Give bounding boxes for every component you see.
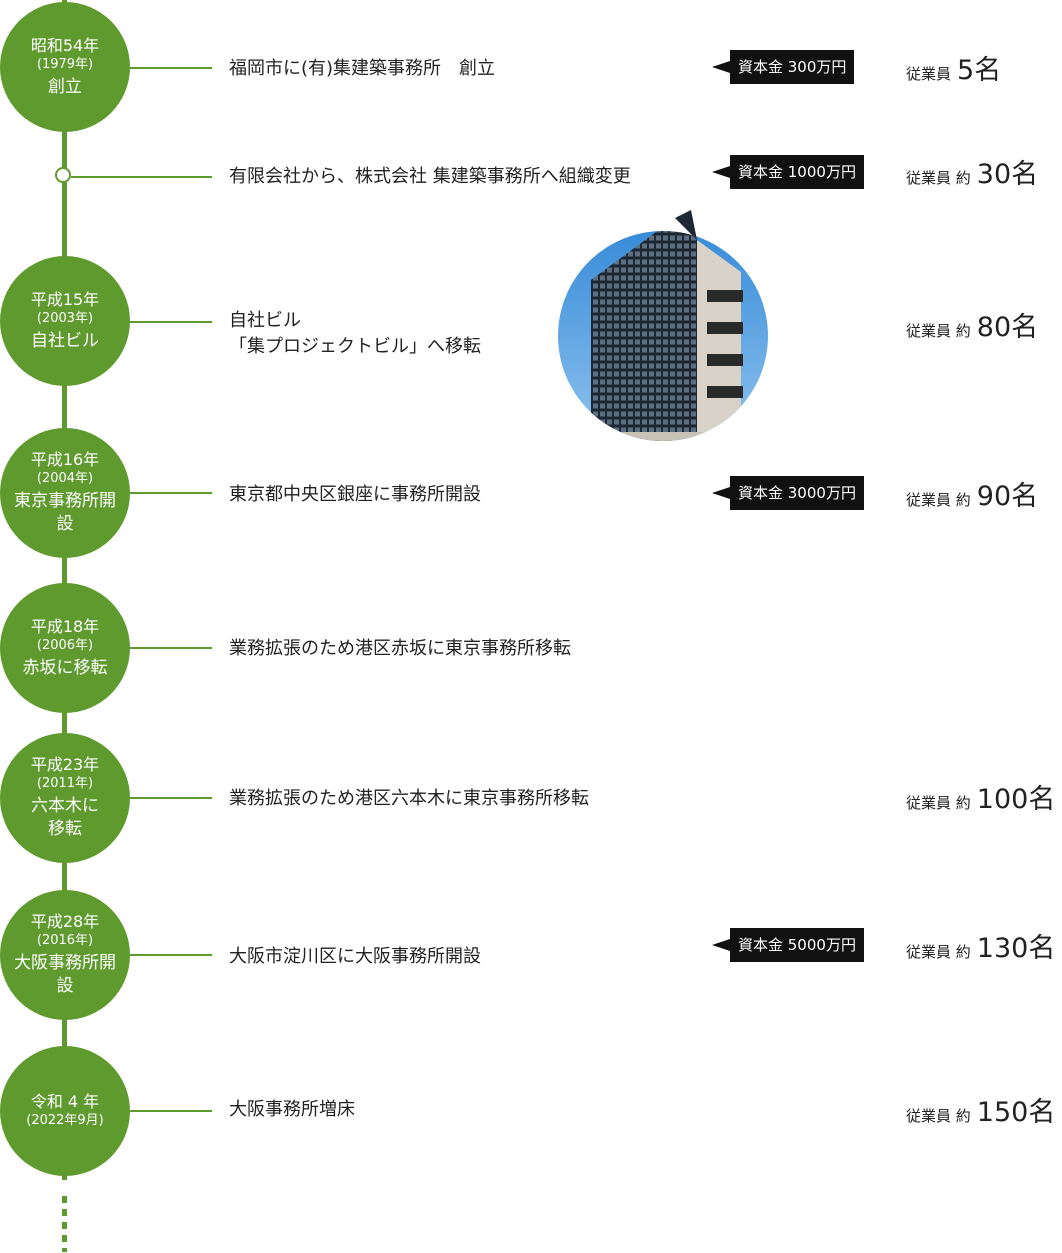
capital-text: 資本金 1000万円: [730, 155, 864, 189]
employee-number: 150名: [976, 1097, 1056, 1128]
timeline-continuation-dots: [62, 1196, 67, 1252]
milestone-circle-2006: 平成18年 (2006年) 赤坂に移転: [0, 583, 130, 713]
milestone-circle-2011: 平成23年 (2011年) 六本木に移転: [0, 733, 130, 863]
event-text-2016: 大阪市淀川区に大阪事務所開設: [229, 946, 481, 967]
milestone-year: (2006年): [36, 637, 94, 653]
employee-number: 80名: [976, 312, 1039, 343]
capital-text: 資本金 5000万円: [730, 928, 864, 962]
employee-label: 従業員 約: [906, 322, 971, 340]
employee-number: 130名: [976, 933, 1056, 964]
milestone-label: 大阪事務所開設: [14, 953, 116, 996]
employee-label: 従業員 約: [906, 943, 971, 961]
milestone-label: 自社ビル: [31, 330, 99, 351]
employee-label: 従業員 約: [906, 794, 971, 812]
milestone-era: 平成23年: [30, 755, 100, 774]
milestone-year: (2022年9月): [26, 1113, 104, 1128]
milestone-era: 平成18年: [30, 616, 100, 636]
milestone-circle-2022: 令和 4 年 (2022年9月): [0, 1046, 130, 1176]
milestone-year: (2003年): [36, 310, 94, 326]
capital-text: 資本金 3000万円: [730, 476, 864, 510]
milestone-era: 平成16年: [30, 450, 100, 469]
capital-tag: 資本金 5000万円: [712, 928, 864, 962]
milestone-era: 平成28年: [30, 912, 100, 931]
milestone-label: 東京事務所開設: [14, 491, 116, 534]
employee-number: 100名: [976, 784, 1056, 815]
milestone-small-node: [55, 167, 71, 183]
connector-line: [130, 1110, 212, 1112]
tag-arrow-icon: [712, 487, 730, 499]
milestone-era: 昭和54年: [30, 35, 100, 55]
employee-count: 従業員 約 80名: [906, 305, 1038, 344]
milestone-label: 創立: [48, 76, 82, 97]
connector-line: [130, 321, 212, 323]
connector-line: [130, 492, 212, 494]
employee-label: 従業員 約: [906, 169, 971, 187]
building-photo: [558, 210, 768, 441]
capital-tag: 資本金 3000万円: [712, 476, 864, 510]
milestone-era: 平成15年: [30, 289, 100, 309]
event-text-1979: 福岡市に(有)集建築事務所 創立: [229, 58, 496, 79]
milestone-year: (1979年): [36, 56, 94, 72]
employee-count: 従業員 約 90名: [906, 474, 1038, 513]
tag-arrow-icon: [712, 166, 730, 178]
employee-label: 従業員 約: [906, 1107, 971, 1125]
connector-line: [71, 176, 212, 178]
employee-number: 90名: [976, 481, 1039, 512]
employee-count: 従業員 5名: [906, 48, 1001, 87]
milestone-year: (2016年): [36, 933, 94, 948]
milestone-circle-1979: 昭和54年 (1979年) 創立: [0, 2, 130, 132]
employee-label: 従業員: [906, 65, 952, 83]
employee-count: 従業員 約 30名: [906, 152, 1038, 191]
milestone-year: (2004年): [36, 471, 94, 486]
event-text-2011: 業務拡張のため港区六本木に東京事務所移転: [229, 788, 589, 809]
employee-count: 従業員 約 100名: [906, 777, 1055, 816]
milestone-label: 六本木に移転: [31, 796, 99, 839]
connector-line: [130, 797, 212, 799]
capital-tag: 資本金 300万円: [712, 50, 855, 84]
connector-line: [130, 647, 212, 649]
employee-number: 5名: [957, 55, 1002, 86]
employee-count: 従業員 約 130名: [906, 926, 1055, 965]
event-text-2022: 大阪事務所増床: [229, 1099, 355, 1120]
tag-arrow-icon: [712, 61, 730, 73]
milestone-circle-2003: 平成15年 (2003年) 自社ビル: [0, 256, 130, 386]
event-text-2003: 自社ビル 「集プロジェクトビル」へ移転: [229, 310, 481, 357]
milestone-era: 令和 4 年: [30, 1092, 100, 1111]
capital-text: 資本金 300万円: [730, 50, 855, 84]
employee-number: 30名: [976, 159, 1039, 190]
capital-tag: 資本金 1000万円: [712, 155, 864, 189]
tag-arrow-icon: [712, 939, 730, 951]
employee-count: 従業員 約 150名: [906, 1090, 1055, 1129]
event-text-reorg: 有限会社から、株式会社 集建築事務所へ組織変更: [229, 166, 631, 187]
event-text-2004: 東京都中央区銀座に事務所開設: [229, 484, 481, 505]
milestone-circle-2004: 平成16年 (2004年) 東京事務所開設: [0, 428, 130, 558]
milestone-year: (2011年): [36, 776, 94, 791]
employee-label: 従業員 約: [906, 491, 971, 509]
connector-line: [130, 67, 212, 69]
connector-line: [130, 954, 212, 956]
event-text-2006: 業務拡張のため港区赤坂に東京事務所移転: [229, 638, 571, 659]
milestone-circle-2016: 平成28年 (2016年) 大阪事務所開設: [0, 890, 130, 1020]
milestone-label: 赤坂に移転: [22, 657, 108, 678]
